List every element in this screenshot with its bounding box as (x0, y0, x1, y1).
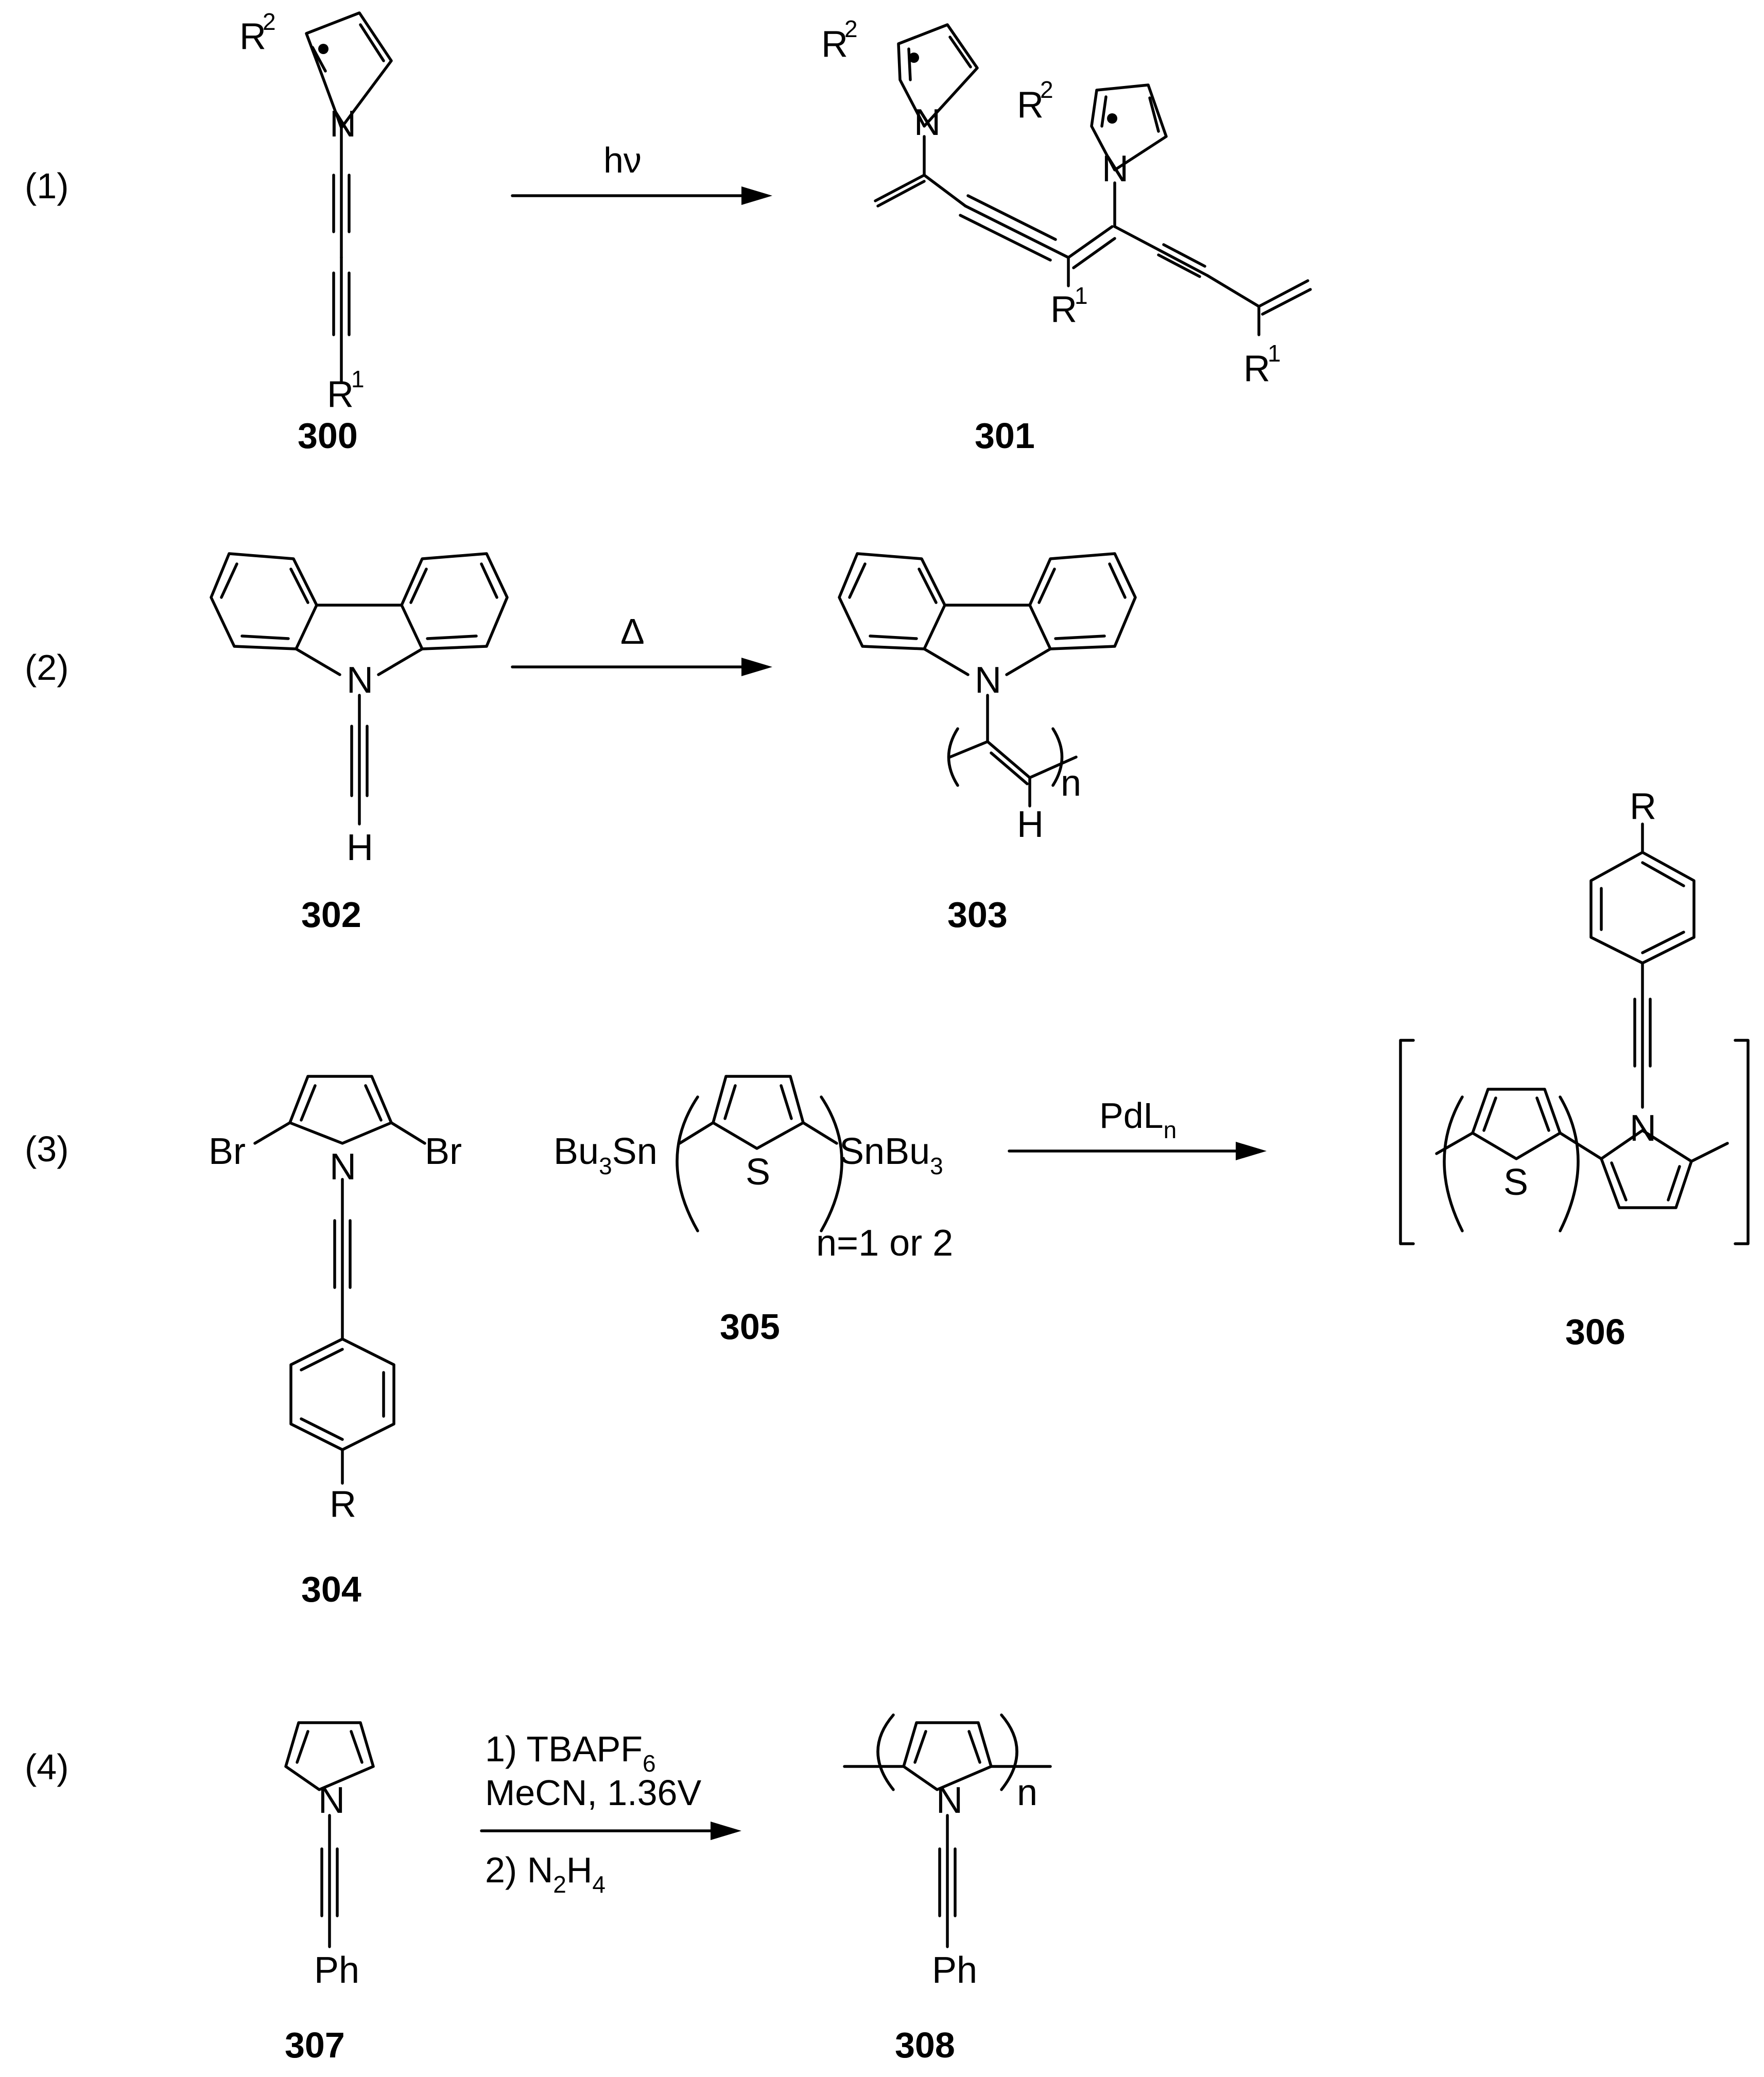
atom-N: N (936, 1780, 963, 1821)
compound-307: N Ph 307 (284, 1721, 375, 2065)
substituent-R: R (330, 1484, 356, 1525)
substituent-Ph: Ph (932, 1950, 977, 1991)
atom-H: H (1017, 804, 1044, 845)
compound-number-306: 306 (1565, 1312, 1625, 1352)
condition-hv: hν (603, 140, 642, 180)
reaction-label-2: (2) (25, 647, 69, 688)
substituent-R1-sup: 1 (351, 366, 365, 392)
condition-heat: Δ (620, 611, 645, 651)
reaction-1: (1) N R 2 R 1 300 hν (25, 8, 1312, 456)
reaction-arrow-4: 1) TBAPF6 MeCN, 1.36V 2) N2H4 (480, 1729, 741, 1898)
condition-pdln: PdLn (1099, 1095, 1177, 1143)
substituent-R2: R (821, 24, 848, 65)
substituent-R2-sup: 2 (1040, 76, 1053, 103)
substituent-R2: R (1017, 84, 1044, 126)
reaction-label-4: (4) (25, 1747, 69, 1787)
substituent-R2-sup: 2 (263, 8, 276, 35)
atom-N: N (1102, 148, 1129, 190)
atom-N: N (914, 102, 941, 143)
reaction-3: (3) N Br Br R 304 (25, 786, 1750, 1609)
compound-number-307: 307 (285, 2025, 345, 2065)
condition-hydrazine: 2) N2H4 (485, 1850, 606, 1898)
atom-N: N (975, 660, 1001, 701)
substituent-SnBu3: SnBu3 (839, 1131, 943, 1179)
substituent-R: R (1630, 786, 1656, 827)
substituent-R2: R (239, 16, 266, 57)
reaction-arrow-1: hν (511, 140, 772, 205)
compound-number-308: 308 (895, 2025, 955, 2065)
substituent-R1-sup: 1 (1075, 282, 1088, 309)
compound-306: S N R 306 (1399, 786, 1750, 1352)
substituent-R1: R (1050, 289, 1077, 330)
reaction-label-1: (1) (25, 166, 69, 206)
compound-number-302: 302 (301, 895, 361, 935)
compound-304: N Br Br R 304 (209, 1075, 462, 1609)
reaction-label-3: (3) (25, 1129, 69, 1169)
compound-302: N H 302 (210, 552, 509, 935)
atom-S: S (746, 1152, 770, 1193)
reaction-2: (2) N H 302 Δ (25, 552, 1137, 935)
repeat-n: n (1061, 763, 1081, 804)
atom-N: N (1630, 1108, 1656, 1149)
substituent-R2-sup: 2 (844, 15, 858, 42)
reaction-arrow-2: Δ (511, 611, 772, 676)
atom-N: N (347, 660, 373, 701)
substituent-R1: R (327, 374, 354, 415)
compound-305: S Bu3Sn SnBu3 n=1 or 2 305 (554, 1075, 953, 1347)
reaction-4: (4) N Ph 307 1) TBAPF6 MeCN, 1.36V 2) N2… (25, 1713, 1052, 2065)
substituent-Ph: Ph (314, 1950, 359, 1991)
atom-N: N (330, 1146, 356, 1188)
repeat-n: n (1017, 1772, 1037, 1813)
compound-303: N H n 303 (838, 552, 1137, 935)
substituent-R1-sup: 1 (1268, 340, 1281, 367)
compound-number-301: 301 (975, 416, 1035, 456)
compound-301: N N R 2 R 2 R 1 R 1 301 (821, 15, 1312, 456)
compound-number-300: 300 (298, 416, 358, 456)
atom-N: N (330, 104, 356, 145)
compound-300: N R 2 R 1 300 (239, 8, 393, 456)
substituent-Bu3Sn: Bu3Sn (554, 1131, 658, 1179)
condition-solvent-voltage: MeCN, 1.36V (485, 1773, 701, 1813)
reaction-arrow-3: PdLn (1008, 1095, 1267, 1160)
substituent-Br: Br (209, 1131, 246, 1172)
atom-H: H (347, 827, 373, 868)
compound-number-304: 304 (301, 1569, 361, 1609)
substituent-Br: Br (425, 1131, 462, 1172)
repeat-n-label: n=1 or 2 (816, 1223, 953, 1264)
substituent-R1: R (1243, 348, 1270, 389)
atom-S: S (1503, 1162, 1528, 1203)
atom-N: N (318, 1780, 345, 1821)
compound-number-303: 303 (947, 895, 1008, 935)
condition-tbapf6: 1) TBAPF6 (485, 1729, 656, 1777)
compound-308: N n Ph 308 (843, 1713, 1052, 2065)
compound-number-305: 305 (720, 1307, 780, 1347)
